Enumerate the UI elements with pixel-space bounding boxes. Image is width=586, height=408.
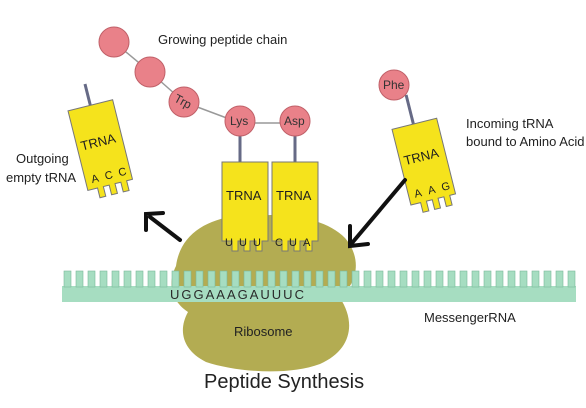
- mrna-tooth: [267, 270, 276, 288]
- mrna-tooth: [183, 270, 192, 288]
- mrna-strand: [62, 270, 576, 302]
- mrna-tooth: [375, 270, 384, 288]
- mrna-tooth: [519, 270, 528, 288]
- mrna-tooth: [75, 270, 84, 288]
- trna-incoming-base-2: A: [427, 184, 438, 198]
- trna-lys-body: [221, 161, 269, 252]
- mrna-tooth: [291, 270, 300, 288]
- mrna-tooth: [147, 270, 156, 288]
- incoming-arrow-shaft: [350, 178, 407, 245]
- mrna-tooth: [159, 270, 168, 288]
- trna-lys: TRNA U U U: [221, 133, 269, 252]
- amino-acid-bead-trp: [168, 86, 200, 118]
- trna-incoming-body: [391, 117, 457, 213]
- mrna-tooth: [411, 270, 420, 288]
- amino-acid-bead-1: [98, 26, 130, 58]
- incoming-label-line1: Incoming tRNA: [466, 116, 554, 131]
- mrna-tooth: [399, 270, 408, 288]
- mrna-tooth: [315, 270, 324, 288]
- trna-outgoing-base-2: C: [104, 169, 115, 183]
- mrna-sequence: UGGAAAGAUUUC: [170, 287, 306, 302]
- trna-outgoing-body: [67, 99, 134, 199]
- incoming-label-line2: bound to Amino Acid: [466, 134, 585, 149]
- mrna-tooth: [435, 270, 444, 288]
- mrna-tooth: [531, 270, 540, 288]
- trna-asp-base-1: C: [275, 237, 283, 249]
- amino-acid-bead-2: [134, 56, 166, 88]
- amino-acid-bead-phe: [378, 69, 410, 101]
- trna-outgoing-stem: [83, 83, 92, 106]
- outgoing-arrow: [144, 211, 182, 242]
- trna-asp-base-3: A: [303, 237, 311, 249]
- mrna-tooth: [243, 270, 252, 288]
- trna-lys-base-3: U: [253, 237, 261, 249]
- mrna-tooth: [63, 270, 72, 288]
- mrna-tooth: [447, 270, 456, 288]
- trna-lys-base-2: U: [239, 237, 247, 249]
- mrna-tooth: [195, 270, 204, 288]
- mrna-tooth: [471, 270, 480, 288]
- mrna-tooth: [207, 270, 216, 288]
- amino-acid-bead-lys: [224, 105, 256, 137]
- mrna-tooth: [567, 270, 576, 288]
- trna-incoming-base-3: G: [440, 180, 451, 194]
- trna-incoming: TRNA A A G: [391, 94, 457, 213]
- mrna-tooth: [339, 270, 348, 288]
- amino-acid-lys-label: Lys: [230, 114, 248, 128]
- mrna-tooth: [123, 270, 132, 288]
- mrna-tooth: [555, 270, 564, 288]
- mrna-tooth: [327, 270, 336, 288]
- amino-acid-bead-asp: [279, 105, 311, 137]
- trna-lys-base-1: U: [225, 237, 233, 249]
- mrna-tooth: [231, 270, 240, 288]
- outgoing-label-line2: empty tRNA: [6, 170, 76, 185]
- mrna-tooth: [351, 270, 360, 288]
- mrna-tooth: [387, 270, 396, 288]
- growing-chain-label: Growing peptide chain: [158, 32, 287, 47]
- mrna-backbone: [62, 286, 576, 302]
- trna-asp-base-2: U: [289, 237, 297, 249]
- incoming-arrow-head: [348, 224, 370, 249]
- trna-lys-label: TRNA: [226, 188, 262, 203]
- trna-outgoing-base-3: C: [117, 166, 128, 180]
- mrna-tooth: [423, 270, 432, 288]
- mrna-tooth: [135, 270, 144, 288]
- trna-outgoing-base-1: A: [90, 172, 101, 186]
- diagram-title: Peptide Synthesis: [204, 371, 364, 393]
- trna-asp-label: TRNA: [276, 188, 312, 203]
- amino-acid-asp-label: Asp: [284, 114, 305, 128]
- ribosome-label: Ribosome: [234, 324, 293, 339]
- mrna-tooth: [459, 270, 468, 288]
- mrna-tooth: [255, 270, 264, 288]
- outgoing-arrow-head: [144, 211, 165, 232]
- trna-asp: TRNA C U A: [271, 133, 319, 252]
- mrna-tooth: [171, 270, 180, 288]
- incoming-arrow: [348, 178, 407, 249]
- mrna-teeth: [63, 270, 576, 288]
- trna-incoming-base-1: A: [413, 187, 424, 201]
- mrna-tooth: [99, 270, 108, 288]
- trna-asp-body: [271, 161, 319, 252]
- mrna-tooth: [507, 270, 516, 288]
- mrna-tooth: [111, 270, 120, 288]
- outgoing-arrow-shaft: [148, 215, 182, 242]
- mrna-tooth: [303, 270, 312, 288]
- amino-acid-phe-label: Phe: [383, 78, 405, 92]
- mrna-tooth: [87, 270, 96, 288]
- mrna-tooth: [219, 270, 228, 288]
- mrna-tooth: [363, 270, 372, 288]
- trna-incoming-stem: [404, 94, 415, 125]
- mrna-tooth: [279, 270, 288, 288]
- outgoing-label-line1: Outgoing: [16, 151, 69, 166]
- mrna-tooth: [495, 270, 504, 288]
- mrna-tooth: [543, 270, 552, 288]
- amino-acid-beads: [98, 26, 410, 137]
- mrna-label: MessengerRNA: [424, 310, 516, 325]
- mrna-tooth: [483, 270, 492, 288]
- trna-outgoing: TRNA A C C: [67, 83, 134, 199]
